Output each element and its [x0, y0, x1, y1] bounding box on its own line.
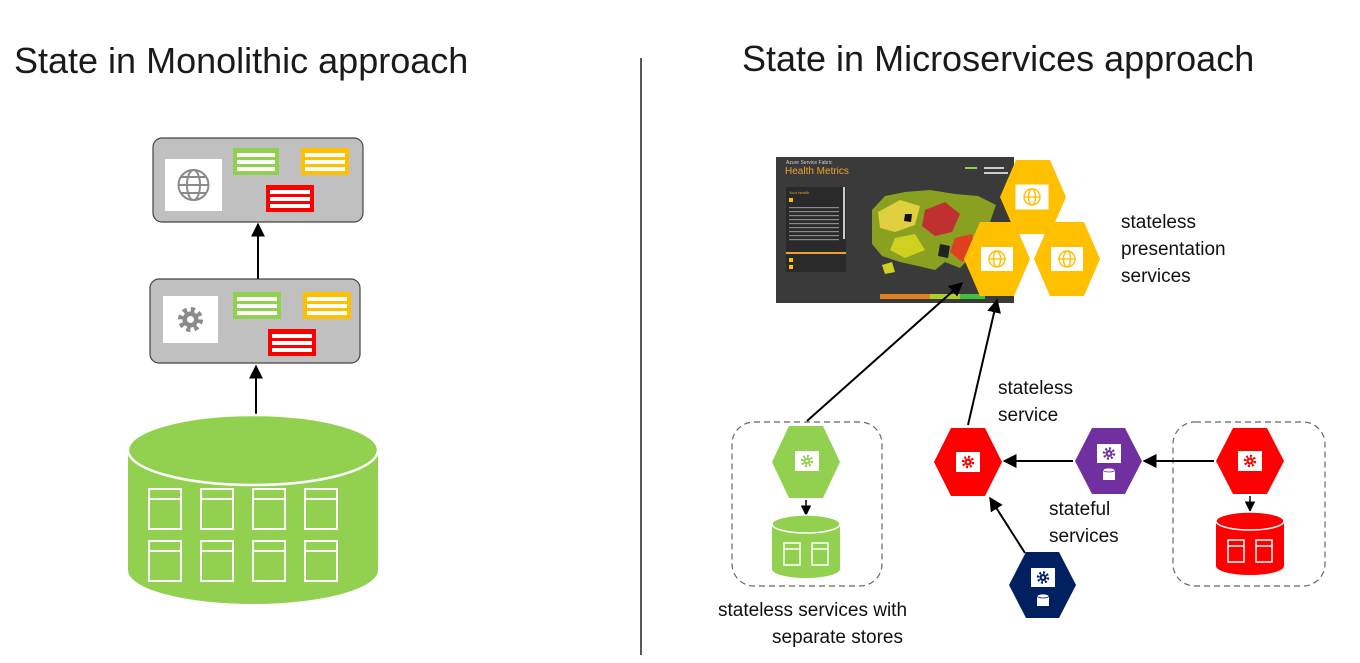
state-block-green [233, 148, 279, 175]
state-block-red [266, 185, 314, 212]
label-presentation-3: services [1121, 266, 1191, 287]
gear-icon [961, 455, 975, 469]
globe-icon [1058, 250, 1076, 268]
monolithic-title: State in Monolithic approach [14, 40, 469, 81]
stateful-service-red [1216, 428, 1284, 494]
stateless-service-red [934, 428, 1002, 496]
label-stateful-2: services [1049, 526, 1119, 547]
database-icon [1036, 593, 1050, 606]
arrow-green-to-presentation [806, 282, 964, 422]
state-block-red [268, 329, 316, 356]
state-block-green [233, 292, 281, 319]
app-tier-box [149, 278, 361, 364]
state-block-yellow [303, 292, 351, 319]
presentation-service-left [964, 222, 1030, 296]
database-icon [126, 413, 380, 604]
database-icon [771, 514, 841, 578]
gear-icon [1036, 571, 1050, 584]
usa-map [872, 190, 996, 274]
screenshot-title: Health Metrics [785, 166, 849, 177]
label-presentation-1: stateless [1121, 212, 1196, 233]
stateful-store-group [1172, 421, 1326, 587]
microservices-title: State in Microservices approach [742, 38, 1255, 79]
screenshot-header: Azure Service Fabric [786, 160, 833, 166]
gear-icon [1243, 454, 1257, 468]
label-stores-2: separate stores [772, 627, 903, 648]
label-presentation-2: presentation [1121, 239, 1226, 260]
stateful-service-navy [1009, 552, 1076, 618]
label-stateless-service-2: service [998, 405, 1058, 426]
gear-icon [178, 307, 203, 332]
label-stateful-1: stateful [1049, 499, 1110, 520]
stateless-service-green [772, 426, 840, 498]
globe-icon [1023, 188, 1041, 206]
globe-icon [988, 250, 1006, 268]
database-icon [1215, 511, 1285, 575]
label-stores-1: stateless services with [718, 600, 907, 621]
state-block-yellow [301, 148, 349, 175]
arrow-navy-to-red [989, 496, 1026, 554]
stateful-service-purple [1075, 428, 1142, 494]
gear-icon [800, 454, 814, 468]
screenshot-panel-title: Your health [789, 190, 809, 195]
globe-icon [177, 169, 210, 201]
label-stateless-service-1: stateless [998, 378, 1073, 399]
gear-icon [1102, 447, 1116, 460]
separate-store-group [731, 421, 883, 587]
presentation-service-top [1000, 160, 1066, 234]
web-tier-box [152, 137, 364, 223]
arrow-red-to-presentation [967, 298, 1001, 426]
database-icon [1102, 467, 1116, 480]
presentation-service-right [1034, 222, 1100, 296]
